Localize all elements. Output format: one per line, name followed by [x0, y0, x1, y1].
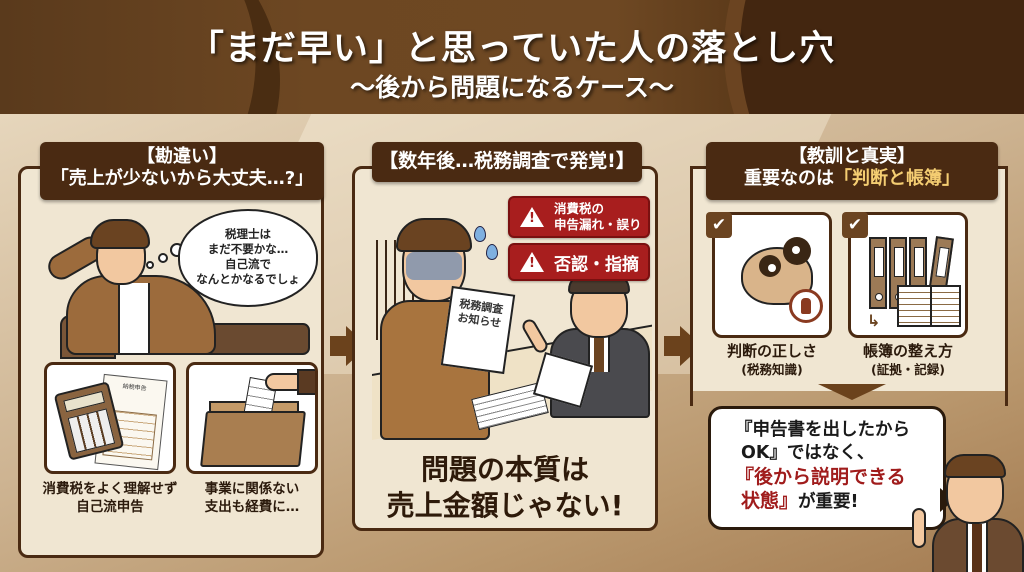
thought-bubble: 税理士は まだ不要かな… 自己流で なんとかなるでしょ	[178, 209, 318, 307]
alert-line: 消費税の	[554, 201, 605, 217]
key-message-line: 問題の本質は	[420, 453, 589, 486]
thought-line: なんとかなるでしょ	[196, 271, 300, 286]
man-hair	[90, 219, 150, 249]
stamp-icon	[789, 289, 823, 323]
misconception-cards: 納税申告 消費税をよく理解せず 自己流申告 事業に関係ない 支出も経費に…	[40, 362, 318, 548]
alert-line: 申告漏れ・誤り	[554, 217, 642, 232]
panel-border	[1005, 166, 1008, 406]
sleeve	[297, 369, 315, 395]
panel-misconception-heading: 【勘違い】 「売上が少ないから大丈夫…?」	[40, 142, 324, 200]
speech-line: OK』ではなく、	[741, 442, 875, 463]
calculator-tax-form-icon: 納税申告	[44, 362, 176, 474]
heading-label: 【教訓と真実】	[789, 146, 915, 167]
panel-tax-audit-heading: 【数年後…税務調査で発覚!】	[372, 142, 642, 182]
caption-label: 帳簿の整え方	[862, 342, 953, 360]
audit-notice-document: 税務調査 お知らせ	[440, 285, 516, 375]
presenter-tie	[972, 524, 982, 572]
thought-line: 税理士は	[225, 227, 271, 241]
heading-line2: 重要なのは「判断と帳簿」	[706, 168, 998, 190]
speech-bubble: 『申告書を出したから OK』ではなく、 『後から説明できる 状態』が重要!	[708, 406, 946, 530]
heading-label: 【勘違い】	[137, 146, 227, 167]
man-shirt	[118, 283, 150, 353]
caption-sub: (税務知識)	[741, 361, 803, 377]
card-caption: 帳簿の整え方 (証拠・記録)	[843, 342, 973, 378]
binders-ledger-icon: ↳	[848, 212, 968, 338]
caption-sub: (証拠・記録)	[871, 361, 945, 377]
checkmark-icon: ✔	[706, 212, 732, 238]
heading-quote: 「売上が少ないから大丈夫…?」	[50, 167, 314, 189]
alert-text: 否認・指摘	[554, 254, 639, 275]
worried-face-shade	[406, 252, 462, 280]
calculator-screen	[63, 390, 106, 413]
heading-highlight: 「判断と帳簿」	[834, 167, 960, 189]
calculator-keys	[67, 408, 116, 454]
heading-prefix: 重要なのは	[744, 167, 834, 189]
alert-badge-omission: 消費税の 申告漏れ・誤り	[508, 196, 650, 238]
folder-front	[200, 411, 306, 467]
checkmark-icon: ✔	[842, 212, 868, 238]
gear-icon	[783, 237, 811, 265]
thought-line: まだ不要かな…	[207, 241, 289, 256]
key-message: 問題の本質は 売上金額じゃない!	[352, 452, 658, 524]
binder	[869, 237, 887, 309]
warning-icon	[520, 252, 544, 272]
arrow-corner-icon: ↳	[867, 311, 881, 330]
speech-line-emphasis: 『後から説明できる	[735, 465, 906, 488]
alert-badge-denial: 否認・指摘	[508, 243, 650, 281]
thought-dot	[158, 253, 168, 263]
inspector-tie	[594, 338, 604, 372]
speech-emphasis: 状態』	[741, 490, 799, 513]
relaxed-man-illustration: 税理士は まだ不要かな… 自己流で なんとかなるでしょ	[30, 205, 320, 359]
arrow-right-icon	[664, 336, 682, 356]
speech-line: が重要!	[798, 492, 859, 513]
thought-line: 自己流で	[225, 256, 271, 271]
card-caption: 事業に関係ない 支出も経費に…	[182, 480, 322, 516]
page-subtitle: 〜後から問題になるケース〜	[350, 73, 674, 102]
warning-icon	[520, 207, 544, 227]
caption-line: 自己流申告	[76, 499, 144, 516]
page-title: 「まだ早い」と思っていた人の落とし穴	[188, 29, 836, 69]
arrow-right-icon	[330, 336, 348, 356]
key-message-line: 売上金額じゃない!	[386, 488, 624, 522]
caption-line: 事業に関係ない	[204, 481, 300, 497]
gear-icon	[759, 255, 781, 277]
alert-text: 消費税の 申告漏れ・誤り	[554, 201, 642, 232]
decorative-swoosh	[724, 0, 1024, 114]
speech-line: 『申告書を出したから	[735, 420, 910, 440]
caption-line: 支出も経費に…	[204, 499, 300, 516]
header-banner: 「まだ早い」と思っていた人の落とし穴 〜後から問題になるケース〜	[0, 0, 1024, 114]
card-caption: 消費税をよく理解せず 自己流申告	[40, 480, 180, 516]
panel-lesson-heading: 【教訓と真実】 重要なのは「判断と帳簿」	[706, 142, 998, 200]
card-caption: 判断の正しさ (税務知識)	[707, 342, 837, 378]
arrow-down-icon	[818, 384, 886, 400]
presenter-hair	[944, 454, 1006, 478]
ledger-book	[897, 285, 961, 327]
folder-receipt-icon	[186, 362, 318, 474]
thought-dot	[146, 261, 154, 269]
caption-line: 消費税をよく理解せず	[42, 481, 178, 497]
panel-border	[690, 166, 693, 406]
brain-gears-stamp-icon	[712, 212, 832, 338]
caption-label: 判断の正しさ	[726, 342, 817, 360]
sweat-drop-icon	[486, 244, 498, 260]
sweat-drop-icon	[474, 226, 486, 242]
worried-man-hair	[396, 218, 472, 252]
pointing-finger	[912, 508, 926, 548]
form-label: 納税申告	[122, 382, 147, 393]
